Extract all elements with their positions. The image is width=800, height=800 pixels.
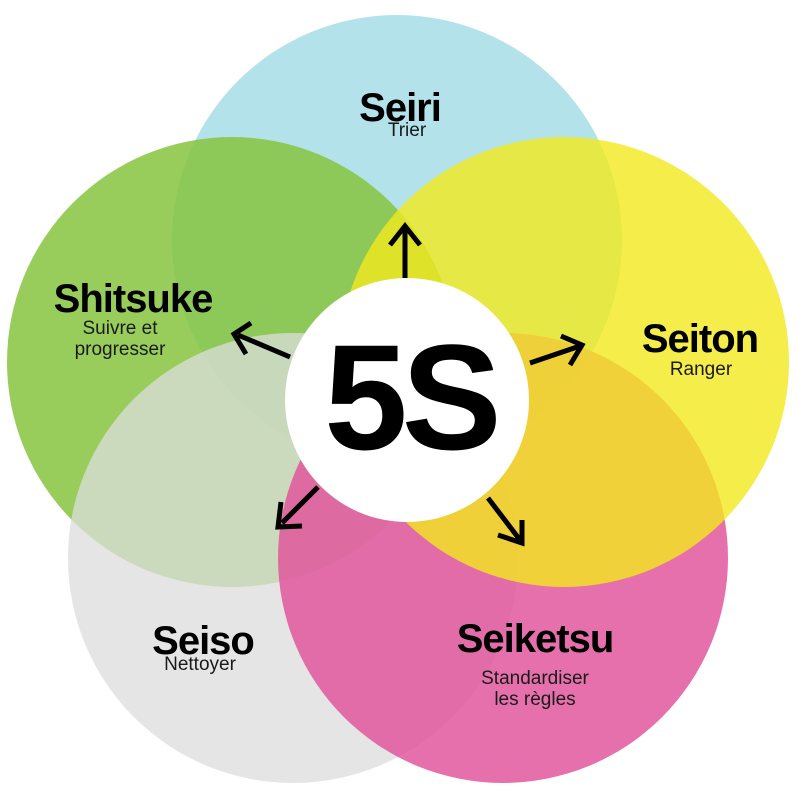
pillar-name-seiso: Seiso [152,619,254,663]
pillar-seiso: Seiso Nettoyer [152,619,255,675]
pillar-name-seiketsu: Seiketsu [457,617,614,661]
pillar-name-seiton: Seiton [642,317,758,361]
pillar-name-seiri: Seiri [359,86,441,130]
pillar-name-shitsuke: Shitsuke [54,277,213,321]
arrow-to-seiri [388,221,422,278]
arrow-to-seiton [529,333,586,367]
arrow-to-seiso [275,485,320,530]
pillar-seiketsu: Seiketsu Standardiser les règles [457,617,615,710]
pillar-desc-shitsuke-line1: Suivre et [83,318,159,339]
pillar-desc-shitsuke-line2: progresser [75,339,166,360]
center-disk [285,278,529,522]
pillar-desc-seiton: Ranger [670,359,733,380]
pillar-desc-seiketsu-line1: Standardiser [481,668,589,689]
center-label: 5S [324,313,496,481]
pillar-desc-seiri: Trier [388,120,427,141]
pillar-shitsuke: Shitsuke Suivre et progresser [54,277,214,360]
arrow-to-seiketsu [486,496,525,547]
arrow-to-shitsuke [230,320,291,360]
pillar-seiri: Seiri Trier [359,86,442,141]
pillar-seiton: Seiton Ranger [642,317,759,380]
pillar-desc-seiketsu-line2: les règles [494,689,575,710]
pillar-desc-seiso: Nettoyer [164,654,236,675]
arrows [230,221,586,547]
